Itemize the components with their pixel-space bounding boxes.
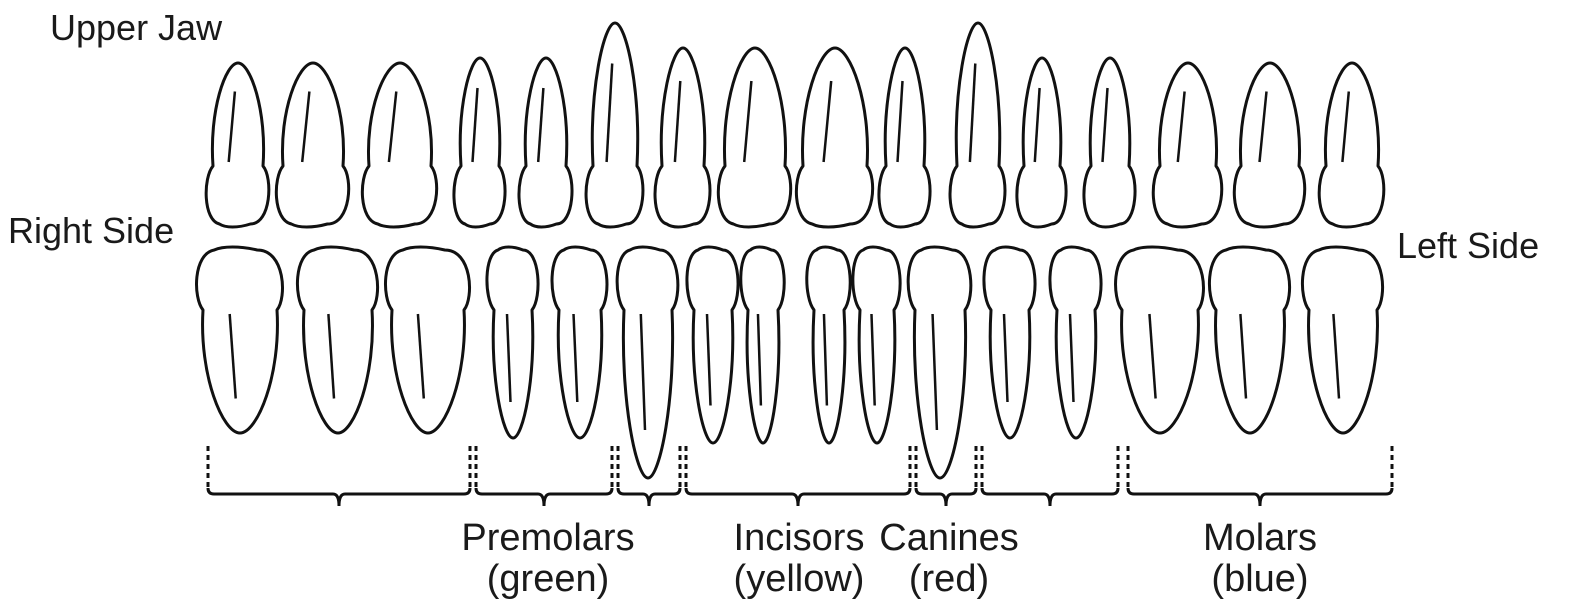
upper-molar-tooth	[276, 63, 348, 227]
upper-incisor-tooth	[879, 48, 930, 227]
molars-color: (blue)	[1195, 559, 1325, 600]
group-bracket	[982, 446, 1118, 506]
lower-incisor-tooth	[853, 247, 900, 443]
upper-molar-tooth	[1234, 63, 1304, 227]
lower-molar-tooth	[1209, 247, 1289, 433]
lower-molar-tooth	[297, 247, 377, 433]
lower-teeth-row	[197, 247, 1383, 478]
lower-incisor-tooth	[807, 247, 850, 443]
upper-incisor-tooth	[655, 48, 710, 227]
lower-canine-tooth	[908, 247, 971, 478]
group-bracket	[208, 446, 470, 506]
lower-premolar-tooth	[1050, 247, 1101, 438]
lower-incisor-tooth	[687, 247, 738, 443]
upper-molar-tooth	[1153, 63, 1221, 227]
lower-premolar-tooth	[552, 247, 607, 438]
group-bracket	[686, 446, 910, 506]
premolars-name: Premolars	[458, 518, 638, 559]
group-bracket	[1128, 446, 1392, 506]
upper-teeth-row	[206, 23, 1384, 227]
lower-premolar-tooth	[487, 247, 538, 438]
lower-premolar-tooth	[984, 247, 1035, 438]
premolars-group-label: Premolars (green)	[458, 518, 638, 600]
canines-name: Canines	[874, 518, 1024, 559]
molars-group-label: Molars (blue)	[1195, 518, 1325, 600]
premolars-color: (green)	[458, 559, 638, 600]
upper-canine-tooth	[950, 23, 1005, 227]
incisors-color: (yellow)	[728, 559, 870, 600]
incisors-name: Incisors	[728, 518, 870, 559]
lower-canine-tooth	[617, 247, 678, 478]
upper-molar-tooth	[1319, 63, 1384, 227]
upper-molar-tooth	[362, 63, 436, 227]
lower-molar-tooth	[1116, 247, 1204, 433]
upper-premolar-tooth	[1017, 58, 1066, 227]
molars-name: Molars	[1195, 518, 1325, 559]
upper-incisor-tooth	[718, 48, 790, 227]
group-bracket	[476, 446, 612, 506]
lower-incisor-tooth	[741, 247, 784, 443]
incisors-group-label: Incisors (yellow)	[728, 518, 870, 600]
upper-molar-tooth	[206, 63, 269, 227]
upper-premolar-tooth	[454, 58, 505, 227]
upper-premolar-tooth	[519, 58, 572, 227]
lower-molar-tooth	[197, 247, 283, 433]
lower-molar-tooth	[385, 247, 469, 433]
tooth-group-brackets	[208, 446, 1392, 506]
upper-premolar-tooth	[1084, 58, 1135, 227]
canines-group-label: Canines (red)	[874, 518, 1024, 600]
canines-color: (red)	[874, 559, 1024, 600]
upper-canine-tooth	[586, 23, 643, 227]
lower-molar-tooth	[1302, 247, 1382, 433]
upper-incisor-tooth	[796, 48, 872, 227]
